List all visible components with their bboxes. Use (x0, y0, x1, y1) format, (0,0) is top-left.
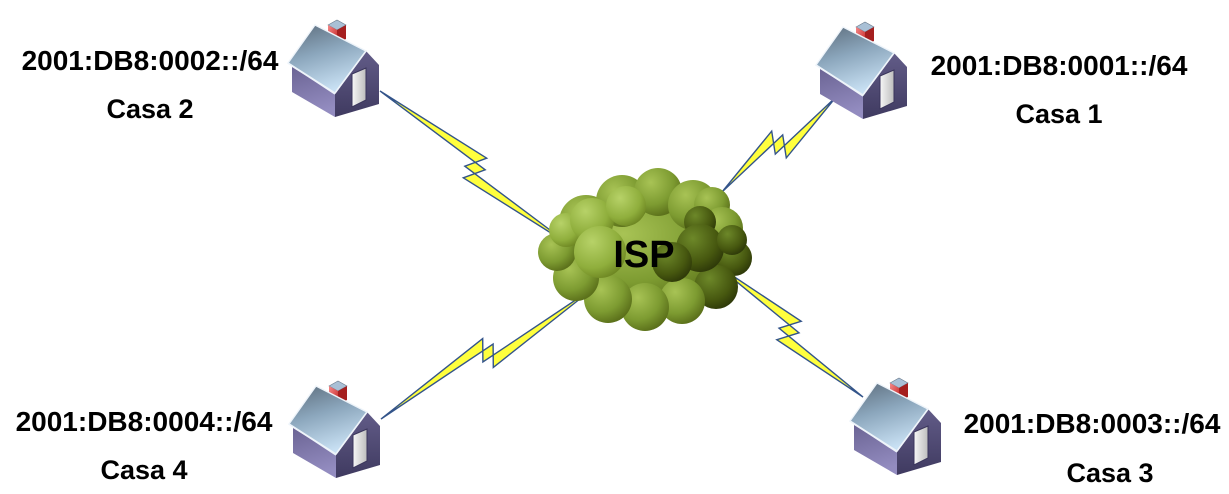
prefix-label-casa4: 2001:DB8:0004::/64 (15, 406, 273, 437)
name-label-casa3: Casa 3 (1066, 458, 1154, 488)
lightning-bolt-icon-casa1 (721, 96, 837, 193)
name-label-casa4: Casa 4 (100, 455, 188, 485)
lightning-bolt-icon-casa4 (380, 286, 596, 420)
house-icon-casa2 (287, 19, 380, 118)
cloud-label: ISP (613, 234, 674, 276)
prefix-label-casa2: 2001:DB8:0002::/64 (21, 45, 279, 76)
lightning-bolt-icon-casa2 (379, 90, 571, 246)
name-label-casa2: Casa 2 (106, 94, 194, 124)
cloud-icon: ISP (538, 168, 752, 331)
prefix-label-casa1: 2001:DB8:0001::/64 (930, 50, 1188, 81)
house-icon-casa4 (288, 380, 381, 479)
name-label-casa1: Casa 1 (1015, 99, 1103, 129)
house-icon-casa3 (849, 377, 942, 476)
prefix-label-casa3: 2001:DB8:0003::/64 (963, 408, 1221, 439)
